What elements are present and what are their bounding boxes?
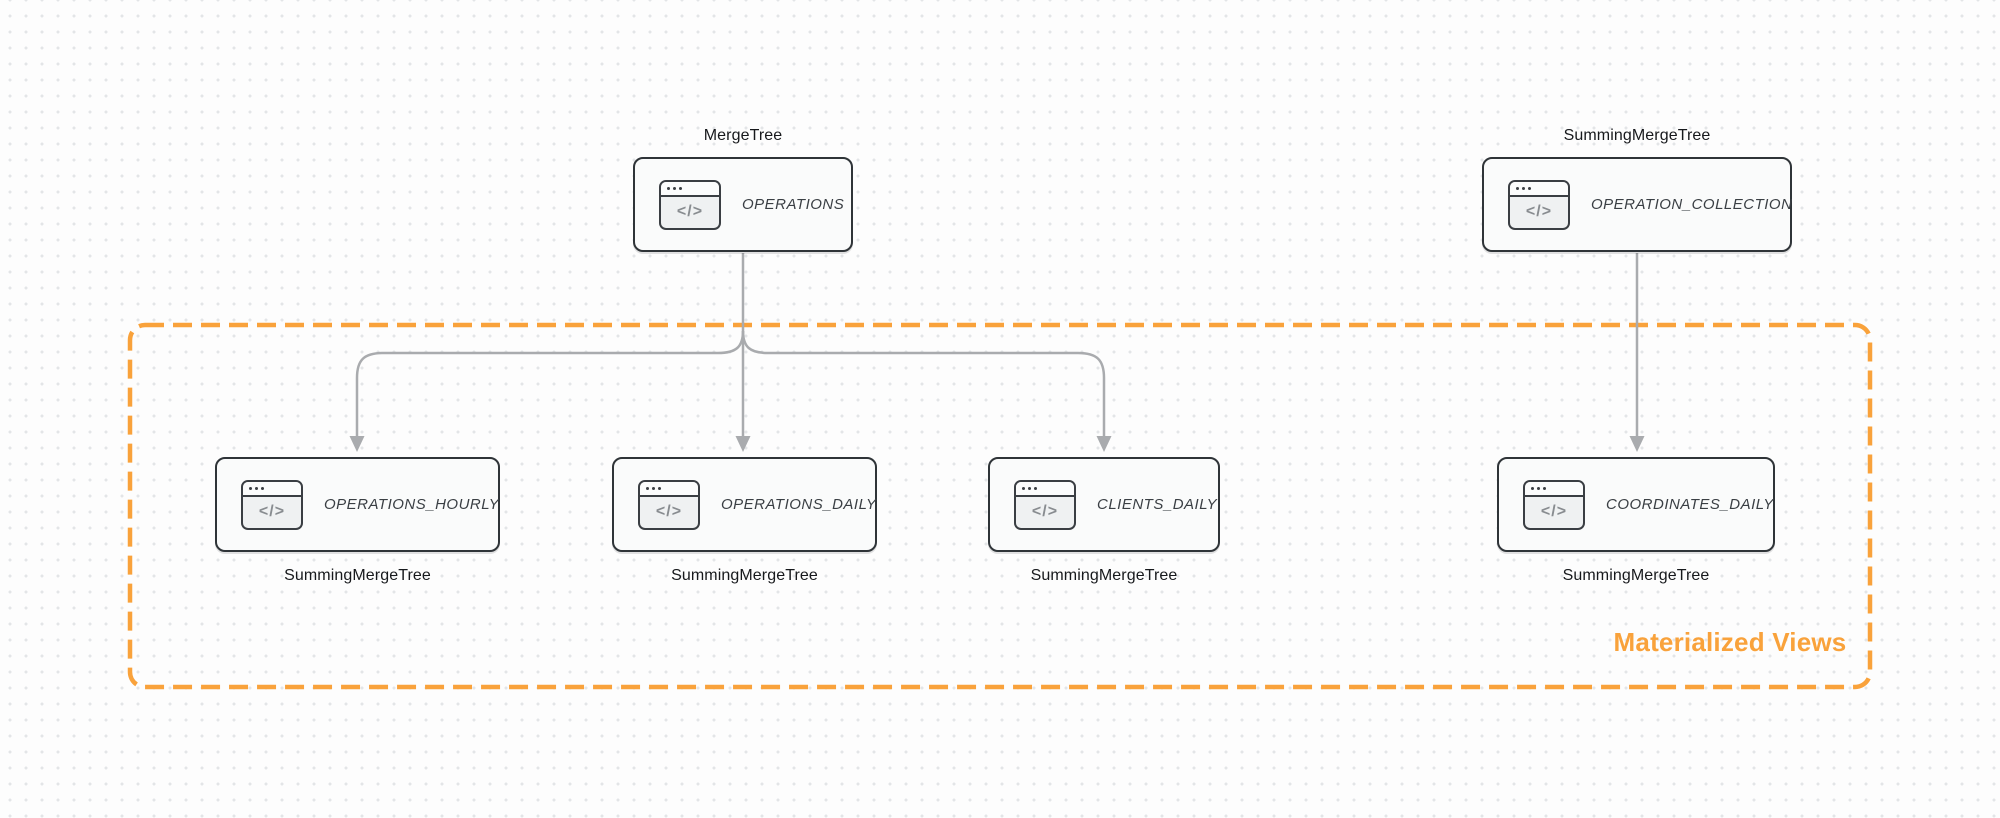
window-body: </> xyxy=(1016,497,1074,528)
window-dot-icon xyxy=(652,486,655,490)
table-name: CLIENTS_DAILY xyxy=(1097,496,1218,513)
node-clients-daily: </> CLIENTS_DAILY SummingMergeTree xyxy=(988,457,1220,584)
table-name: OPERATIONS_HOURLY xyxy=(324,496,500,513)
arrowhead-icon xyxy=(349,436,365,452)
arrowhead-icon xyxy=(1629,436,1645,452)
engine-label: SummingMergeTree xyxy=(1030,567,1178,584)
window-dot-icon xyxy=(658,486,661,490)
window-dot-icon xyxy=(1034,486,1037,490)
window-dot-icon xyxy=(249,486,252,490)
window-dot-icon xyxy=(1528,186,1531,190)
window-dot-icon xyxy=(673,186,676,190)
table-name: OPERATIONS_DAILY xyxy=(721,496,877,513)
window-titlebar xyxy=(1525,481,1583,497)
node-operations-box[interactable]: </> OPERATIONS xyxy=(633,157,853,252)
window-dot-icon xyxy=(1543,486,1546,490)
node-operation-collection-box[interactable]: </> OPERATION_COLLECTION xyxy=(1482,157,1792,252)
window-body: </> xyxy=(1525,497,1583,528)
node-operations-hourly: </> OPERATIONS_HOURLY SummingMergeTree xyxy=(215,457,500,584)
window-body: </> xyxy=(1510,197,1568,228)
code-glyph: </> xyxy=(1540,503,1568,520)
arrowhead-icon xyxy=(735,436,751,452)
window-body: </> xyxy=(640,497,698,528)
window-dot-icon xyxy=(261,486,264,490)
window-titlebar xyxy=(1510,181,1568,197)
window-dot-icon xyxy=(1028,486,1031,490)
node-operations-daily: </> OPERATIONS_DAILY SummingMergeTree xyxy=(612,457,877,584)
table-name: OPERATION_COLLECTION xyxy=(1591,196,1793,213)
window-body: </> xyxy=(243,497,301,528)
engine-label: SummingMergeTree xyxy=(1563,127,1711,144)
code-window-icon: </> xyxy=(241,479,303,530)
arrowhead-icon xyxy=(1096,436,1112,452)
window-dot-icon xyxy=(1022,486,1025,490)
window-dot-icon xyxy=(1522,186,1525,190)
node-operations-hourly-box[interactable]: </> OPERATIONS_HOURLY xyxy=(215,457,500,552)
window-dot-icon xyxy=(646,486,649,490)
code-glyph: </> xyxy=(1525,203,1553,220)
window-dot-icon xyxy=(255,486,258,490)
code-window-icon: </> xyxy=(1523,479,1585,530)
code-window-icon: </> xyxy=(638,479,700,530)
code-window-icon: </> xyxy=(1508,179,1570,230)
engine-label: SummingMergeTree xyxy=(1562,567,1710,584)
engine-label: SummingMergeTree xyxy=(671,567,818,584)
table-name: OPERATIONS xyxy=(742,196,845,213)
table-name: COORDINATES_DAILY xyxy=(1606,496,1774,513)
edge-operations-to-operations-hourly xyxy=(355,330,745,436)
node-operations-daily-box[interactable]: </> OPERATIONS_DAILY xyxy=(612,457,877,552)
code-glyph: </> xyxy=(676,203,704,220)
window-dot-icon xyxy=(1516,186,1519,190)
node-coordinates-daily: </> COORDINATES_DAILY SummingMergeTree xyxy=(1497,457,1775,584)
edge-operations-to-clients-daily xyxy=(741,330,1106,436)
code-window-icon: </> xyxy=(1014,479,1076,530)
window-titlebar xyxy=(1016,481,1074,497)
node-operations: MergeTree </> OPERATIONS xyxy=(633,127,853,252)
code-glyph: </> xyxy=(655,503,683,520)
window-dot-icon xyxy=(1531,486,1534,490)
window-dot-icon xyxy=(1537,486,1540,490)
materialized-views-label: Materialized Views xyxy=(1613,627,1847,657)
node-operation-collection: SummingMergeTree </> OPERATION_COLLECTIO… xyxy=(1482,127,1792,252)
node-coordinates-daily-box[interactable]: </> COORDINATES_DAILY xyxy=(1497,457,1775,552)
window-titlebar xyxy=(243,481,301,497)
window-dot-icon xyxy=(679,186,682,190)
materialized-views-boundary xyxy=(127,322,1873,690)
code-glyph: </> xyxy=(258,503,286,520)
code-glyph: </> xyxy=(1031,503,1059,520)
window-dot-icon xyxy=(667,186,670,190)
node-clients-daily-box[interactable]: </> CLIENTS_DAILY xyxy=(988,457,1220,552)
engine-label: SummingMergeTree xyxy=(284,567,431,584)
code-window-icon: </> xyxy=(659,179,721,230)
window-body: </> xyxy=(661,197,719,228)
engine-label: MergeTree xyxy=(703,127,783,144)
window-titlebar xyxy=(661,181,719,197)
window-titlebar xyxy=(640,481,698,497)
